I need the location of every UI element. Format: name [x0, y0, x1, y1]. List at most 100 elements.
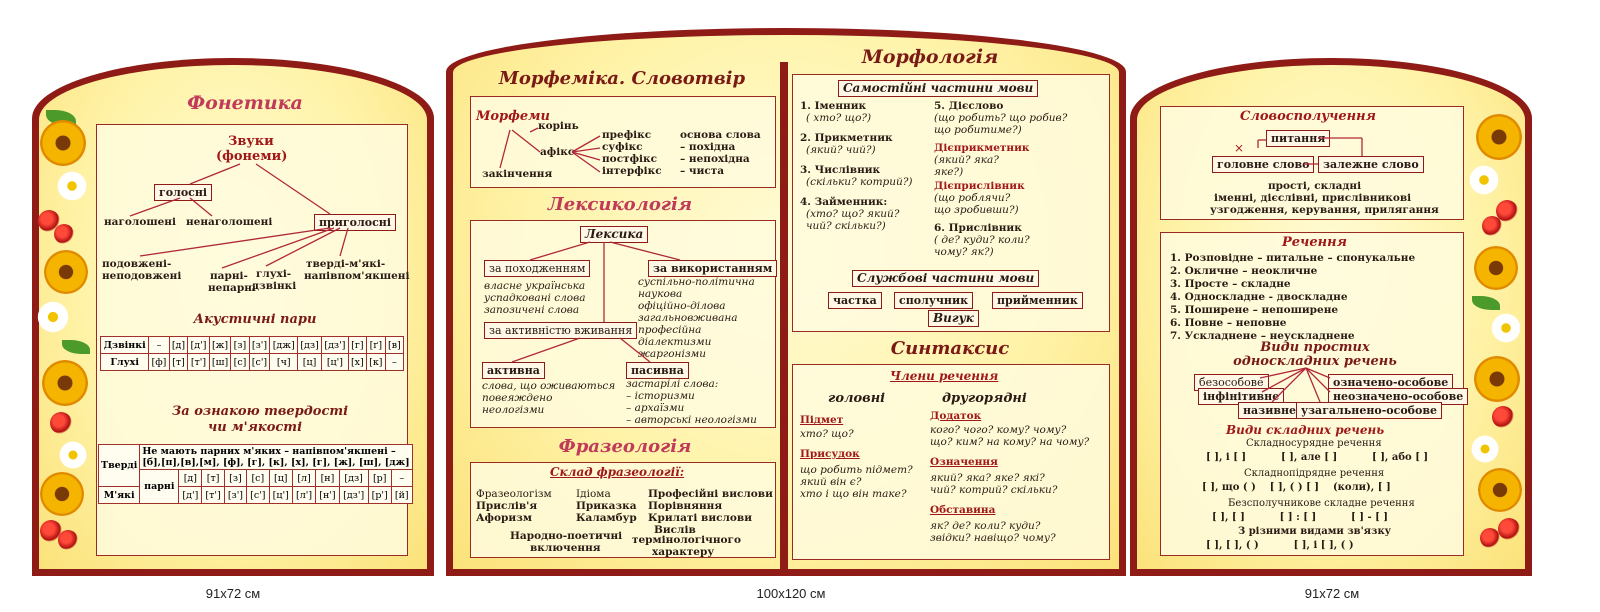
left-flowers — [36, 100, 96, 560]
participle-question-1: (який? яка? — [934, 154, 999, 166]
sentence-title: Речення — [1282, 235, 1347, 250]
passive-item-1: застарілі слова: — [626, 378, 719, 390]
phraseology-composition: Склад фразеології: — [550, 465, 685, 479]
syntax-title: Синтаксис — [890, 338, 1010, 359]
ending-label: закінчення — [482, 168, 553, 180]
suffix-label: суфікс — [602, 141, 643, 153]
hardness-cell: [з] — [223, 469, 248, 487]
phraseo-col2-1: Ідіома — [576, 488, 611, 500]
acoustic-cell: – — [148, 336, 170, 354]
nominative-label: називне — [1238, 402, 1302, 419]
acoustic-cell: [с] — [230, 353, 250, 371]
acoustic-cell: [т] — [168, 353, 189, 371]
postfix-label: постфікс — [602, 153, 658, 165]
subject-label: Підмет — [800, 414, 844, 426]
hardness-cell: [н] — [315, 469, 340, 487]
phraseo-col3-2: Порівняння — [648, 500, 723, 512]
stressed-label: наголошені — [104, 216, 176, 228]
hardness-cell: [дз] — [338, 469, 369, 487]
attribute-label: Означення — [930, 456, 998, 468]
object-label: Додаток — [930, 410, 982, 422]
lexicology-title: Лексикологія — [547, 194, 693, 215]
acoustic-cell: [ш] — [208, 353, 232, 371]
phraseo-extra1b: включення — [530, 542, 601, 554]
semisoft-label: напівпом'якшені — [304, 270, 410, 282]
secondary-members-label: другорядні — [942, 391, 1027, 406]
sounds-label: Звуки — [228, 134, 274, 149]
consonants-label: приголосні — [314, 214, 396, 231]
subject-question: хто? що? — [800, 428, 854, 440]
deaf-label: глухі- — [256, 268, 292, 280]
phraseo-extra2b: характеру — [652, 546, 715, 558]
adverb-question-1: ( де? куди? коли? — [934, 234, 1030, 246]
by-origin-label: за походженням — [484, 260, 591, 277]
hardness-cell: [с] — [246, 469, 270, 487]
hardness-cell: [л'] — [291, 486, 317, 504]
acoustic-cell: – — [384, 353, 405, 371]
complex-scheme: [ ], що ( ) [ ], ( ) [ ] (коли), [ ] — [1202, 482, 1391, 493]
use-item-2: наукова — [638, 288, 683, 300]
acoustic-cell: [д'] — [187, 336, 210, 354]
sentence-item-7: 7. Ускладнене – неускладнене — [1170, 330, 1355, 342]
pure-label: – чиста — [680, 165, 725, 177]
use-item-6: діалектизми — [638, 336, 712, 348]
adverbial-question-2: звідки? навіщо? чому? — [930, 532, 1056, 544]
simple-types-title-1: Види простих — [1260, 340, 1370, 355]
pronoun-label: 4. Займенник: — [800, 196, 888, 208]
use-item-3: офіційно-ділова — [638, 300, 726, 312]
hardness-cell: парні — [139, 469, 180, 504]
acoustic-row: Дзвінкі–[д][д'][ж][з][з'][дж][дз][дз'][г… — [99, 336, 405, 354]
particle-label: частка — [828, 292, 882, 309]
phraseo-col3-4: Вислів — [654, 524, 696, 536]
origin-item-3: запозичені слова — [484, 304, 580, 316]
right-size-caption: 91x72 см — [1304, 586, 1360, 601]
phonemes-label: (фонеми) — [216, 149, 288, 164]
morphology-box — [792, 74, 1110, 332]
use-item-4: загальновживана — [638, 312, 738, 324]
participle-label: Дієприкметник — [934, 142, 1030, 154]
simple-types-title-2: односкладних речень — [1233, 354, 1397, 369]
morphemics-title: Морфеміка. Словотвір — [498, 68, 746, 89]
hardness-cell: [й] — [390, 486, 413, 504]
acoustic-cell: [ґ] — [365, 336, 386, 354]
acoustic-cell: [з'] — [248, 336, 271, 354]
independent-parts-label: Самостійні частини мови — [838, 80, 1039, 97]
acoustic-cell: [дз] — [297, 336, 323, 354]
active-item-3: неологізми — [482, 404, 545, 416]
gerund-label: Дієприслівник — [934, 180, 1025, 192]
noun-label: 1. Іменник — [800, 100, 867, 112]
question-label: питання — [1266, 130, 1331, 147]
verb-question-1: (що робить? що робив? — [934, 112, 1068, 124]
sentence-item-1: 1. Розповідне – питальне – спонукальне — [1170, 252, 1416, 264]
use-item-1: суспільно-політична — [638, 276, 755, 288]
predicate-question-1: що робить підмет? — [800, 464, 913, 476]
lexika-label: Лексика — [580, 226, 649, 243]
impersonal-label: безособове — [1194, 374, 1269, 391]
acoustic-cell: [к] — [365, 353, 386, 371]
non-derived-label: – непохідна — [680, 153, 750, 165]
asyndetic-label: Безсполучникове складне речення — [1228, 498, 1415, 509]
left-size-caption: 91x72 см — [205, 586, 261, 601]
hardness-cell: [д] — [178, 469, 203, 487]
acoustic-cell: [ц'] — [321, 353, 349, 371]
hardness-cell: [р'] — [367, 486, 392, 504]
morphemes-label: Морфеми — [476, 109, 550, 124]
hardness-cell: [л] — [291, 469, 317, 487]
adverbial-label: Обставина — [930, 504, 996, 516]
interjection-label: Вигук — [928, 310, 979, 327]
hardness-cell: [н'] — [315, 486, 340, 504]
adverbial-question-1: як? де? коли? куди? — [930, 520, 1041, 532]
acoustic-cell: [ф] — [148, 353, 170, 371]
passive-item-4: – авторські неологізми — [626, 414, 757, 426]
predicate-question-2: який він є? — [800, 476, 862, 488]
prefix-label: префікс — [602, 129, 652, 141]
hardness-cell: – — [390, 469, 413, 487]
members-label: Члени речення — [890, 369, 999, 383]
vowels-label: голосні — [154, 184, 213, 201]
phraseology-box — [470, 462, 776, 558]
hardness-title-2: чи м'якості — [207, 420, 303, 435]
not-lengthened-label: неподовжені — [102, 270, 182, 282]
active-item-1: слова, що оживаються — [482, 380, 616, 392]
hardness-text-2: [б],[п],[в],[м], [ф], [г], [к], [х], [г]… — [142, 457, 410, 468]
